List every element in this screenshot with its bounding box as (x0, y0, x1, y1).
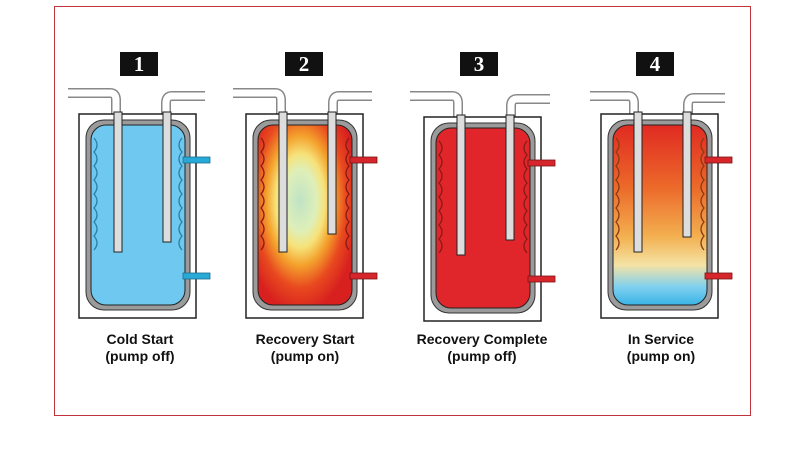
stage-4-title: In Service (628, 331, 694, 347)
stage-3-water (435, 127, 531, 309)
stage-4-number: 4 (650, 52, 661, 76)
stage-3: 3 Recovery Complete (pump off) (410, 52, 556, 364)
stage-3-title: Recovery Complete (417, 331, 548, 347)
stage-3-dip-tube-short (505, 114, 515, 241)
stage-2-title: Recovery Start (256, 331, 355, 347)
stage-3-right-coil (523, 140, 528, 254)
stage-2-dip-tube-short (327, 111, 337, 235)
stage-1-upper-port (182, 156, 211, 164)
stage-3-upper-port (527, 159, 556, 167)
stage-2-lower-port (349, 272, 378, 280)
stage-4: 4 In Service (pump on) (590, 52, 733, 364)
stage-1-lower-port (182, 272, 211, 280)
stage-2-dip-tube-long (278, 111, 288, 253)
stage-4-dip-tube-long (633, 111, 643, 253)
stage-2-number: 2 (299, 52, 310, 76)
stage-3-dip-tube-long (456, 114, 466, 256)
stage-4-water (612, 124, 708, 306)
stage-4-number-box (636, 52, 674, 76)
stage-1: 1 Cold Start (pump off) (68, 52, 211, 364)
stage-2-upper-port (349, 156, 378, 164)
stage-2-left-coil (260, 137, 265, 251)
stage-1-right-coil (178, 137, 183, 251)
stage-1-left-coil (93, 137, 98, 251)
stage-2-number-box (285, 52, 323, 76)
stage-2-right-coil (345, 137, 350, 251)
stage-2-water (257, 124, 353, 306)
stage-1-dip-tube-long (113, 111, 123, 253)
stage-4-left-coil (615, 137, 620, 251)
stage-1-number-box (120, 52, 158, 76)
stage-1-number: 1 (134, 52, 145, 76)
stage-4-dip-tube-short (682, 111, 692, 238)
stage-4-subtitle: (pump on) (627, 348, 695, 364)
stage-3-lower-port (527, 275, 556, 283)
stage-3-number-box (460, 52, 498, 76)
stage-1-dip-tube-short (162, 111, 172, 243)
stage-1-title: Cold Start (107, 331, 174, 347)
stage-4-right-coil (700, 137, 705, 251)
stage-1-subtitle: (pump off) (105, 348, 174, 364)
stage-2: 2 Recovery Start (pump on) (233, 52, 378, 364)
stage-4-lower-port (704, 272, 733, 280)
diagram-frame (54, 6, 751, 416)
stage-3-number: 3 (474, 52, 485, 76)
stage-4-upper-port (704, 156, 733, 164)
stage-3-left-coil (438, 140, 443, 254)
stage-3-subtitle: (pump off) (447, 348, 516, 364)
stage-2-subtitle: (pump on) (271, 348, 339, 364)
